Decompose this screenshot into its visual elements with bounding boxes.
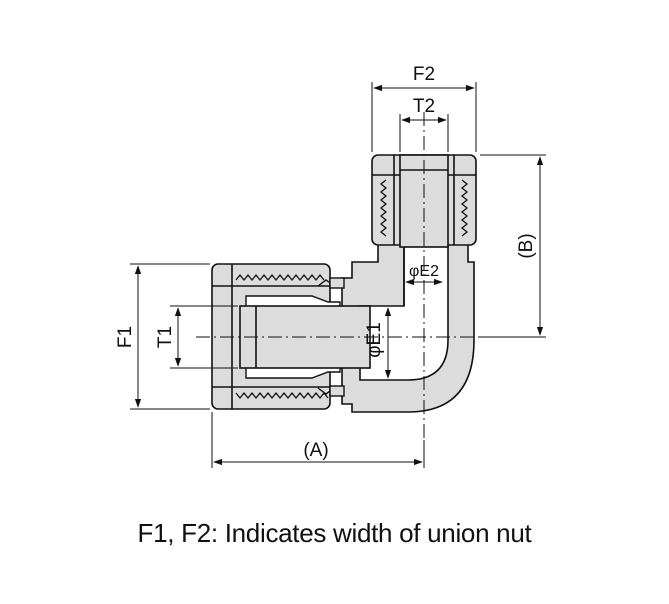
caption: F1, F2: Indicates width of union nut <box>137 518 532 548</box>
dimension-lines <box>130 82 546 468</box>
b-label: (B) <box>516 233 537 258</box>
center-lines <box>196 112 490 440</box>
a-label: (A) <box>303 440 328 461</box>
f1-label: F1 <box>115 326 136 348</box>
t1-label: T1 <box>155 326 176 348</box>
f2-label: F2 <box>413 64 435 85</box>
e2-label: φE2 <box>409 263 439 280</box>
t2-label: T2 <box>413 96 435 117</box>
e1-label: φE1 <box>364 322 385 358</box>
